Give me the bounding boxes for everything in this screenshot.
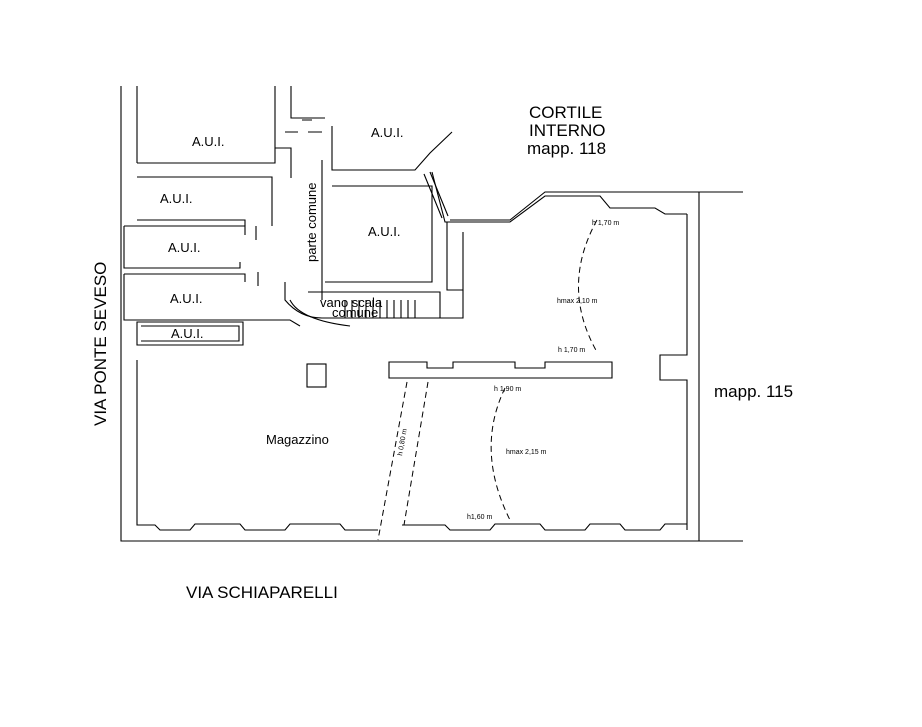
height-front-top: h 1,90 m xyxy=(494,386,521,393)
height-lines xyxy=(377,219,598,541)
room-aui-left-3: A.U.I. xyxy=(170,291,203,306)
room-aui-top-mid: A.U.I. xyxy=(371,125,404,140)
height-front-max: hmax 2,15 m xyxy=(506,449,547,456)
labels: VIA PONTE SEVESO VIA SCHIAPARELLI CORTIL… xyxy=(91,103,793,602)
internal-beam xyxy=(306,361,613,388)
room-aui-center: A.U.I. xyxy=(368,224,401,239)
room-aui-left-2: A.U.I. xyxy=(168,240,201,255)
stair-label-line1: vano scala xyxy=(320,295,383,310)
room-aui-left-1: A.U.I. xyxy=(160,191,193,206)
common-part-label: parte comune xyxy=(304,183,319,263)
street-left-label: VIA PONTE SEVESO xyxy=(91,262,110,426)
courtyard-line2: INTERNO xyxy=(529,121,606,140)
outer-walls xyxy=(120,86,743,542)
height-rear-top: h 1,70 m xyxy=(592,220,619,227)
height-passage: h 0,80 m xyxy=(397,428,409,456)
room-aui-top-left: A.U.I. xyxy=(192,134,225,149)
neighbor-label: mapp. 115 xyxy=(714,382,793,401)
common-area xyxy=(255,119,464,327)
left-units xyxy=(123,176,301,346)
storage-label: Magazzino xyxy=(266,432,329,447)
stair-label-line2: comune xyxy=(332,305,378,320)
courtyard-line3: mapp. 118 xyxy=(527,139,606,158)
room-aui-left-4: A.U.I. xyxy=(171,326,204,341)
street-bottom-label: VIA SCHIAPARELLI xyxy=(186,583,338,602)
height-rear-max: hmax 2,10 m xyxy=(557,298,598,305)
height-front-bottom: h1,60 m xyxy=(467,514,492,521)
pillar xyxy=(306,363,327,388)
courtyard-line1: CORTILE xyxy=(529,103,602,122)
height-rear-bottom: h 1,70 m xyxy=(558,347,585,354)
